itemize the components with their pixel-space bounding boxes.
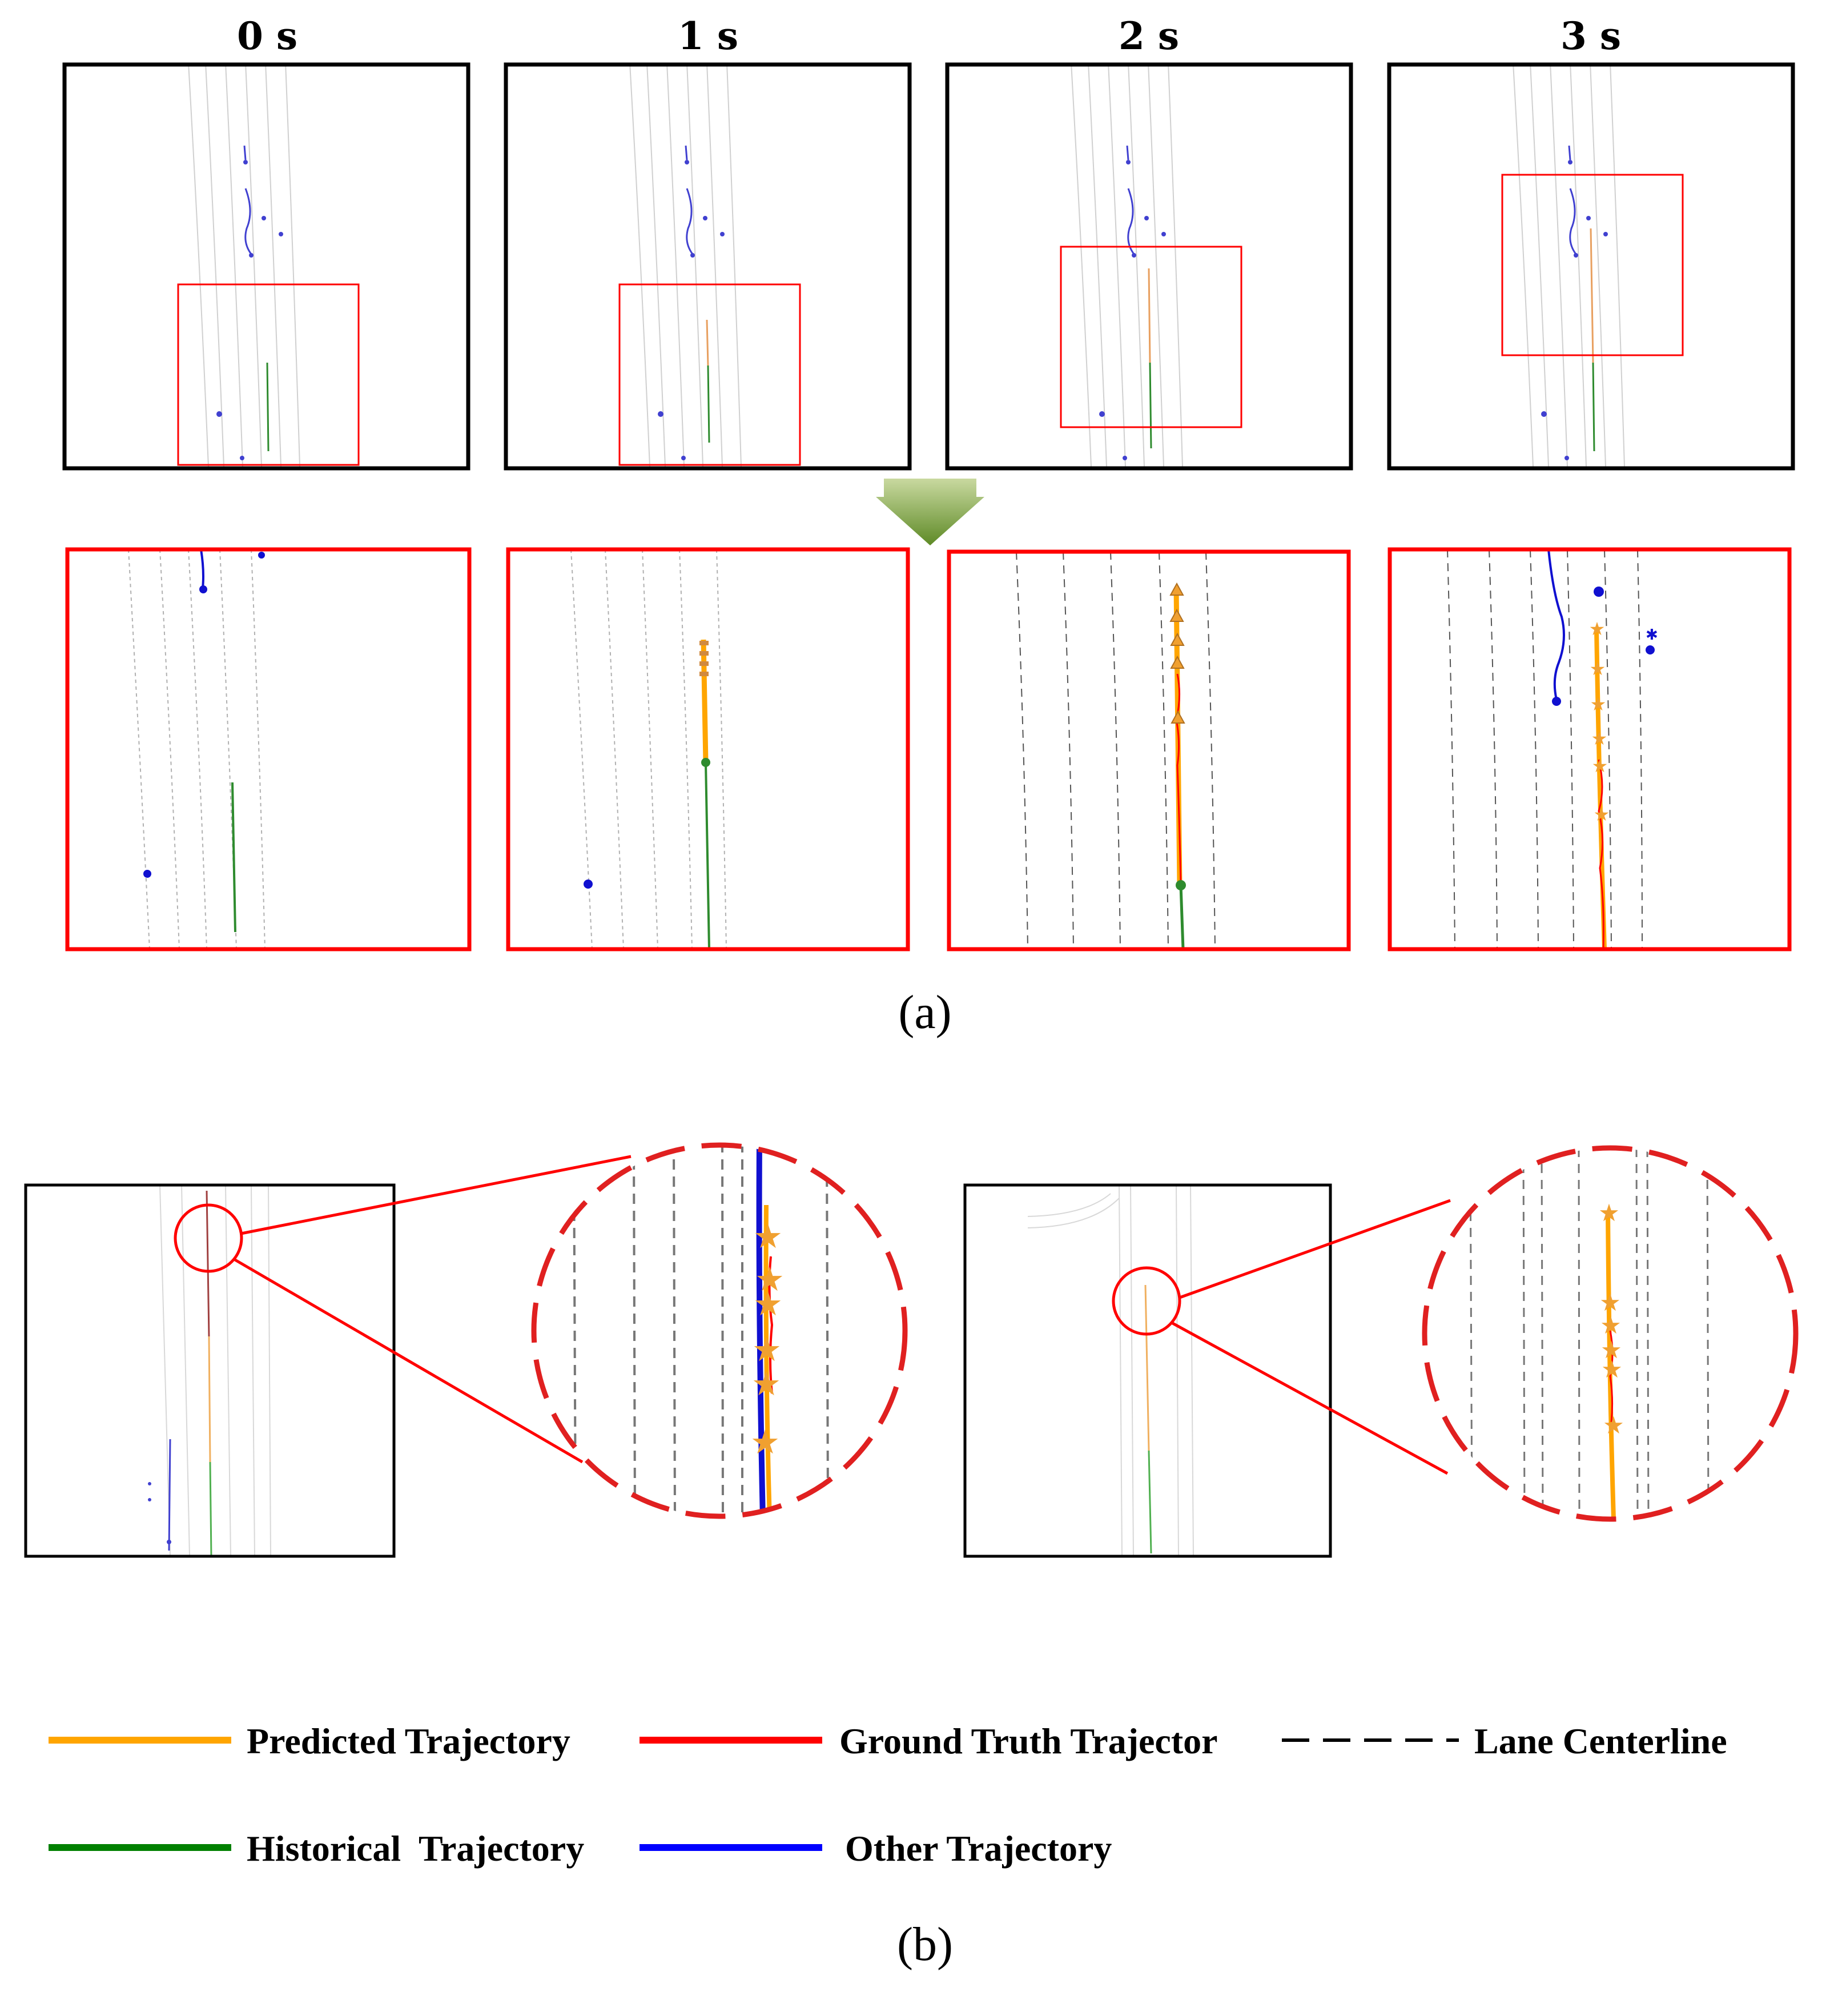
legend-item-historical: Historical Trajectory <box>49 1828 584 1869</box>
svg-text:★: ★ <box>751 1364 781 1403</box>
overview-frame-2s <box>945 62 1353 471</box>
time-label-0: 0 s <box>237 14 297 58</box>
svg-text:★: ★ <box>1600 1336 1622 1364</box>
svg-text:★: ★ <box>1589 618 1606 640</box>
magnifier-b-right: ★ ★ ★ ★ ★ ★ <box>1422 1145 1799 1522</box>
focus-box <box>177 283 360 466</box>
svg-text:★: ★ <box>1591 728 1608 749</box>
svg-text:★: ★ <box>750 1423 780 1461</box>
historical-trajectory <box>266 362 270 452</box>
legend-item-other: Other Trajectory <box>640 1828 1112 1869</box>
legend-label-ground-truth: Ground Truth Trajector <box>839 1721 1218 1761</box>
svg-text:★: ★ <box>753 1217 783 1256</box>
panel-label-b: (b) <box>897 1918 953 1971</box>
svg-text:★: ★ <box>753 1284 783 1323</box>
svg-text:★: ★ <box>752 1330 782 1369</box>
legend-label-historical: Historical Trajectory <box>247 1828 584 1869</box>
legend-label-lane-centerline: Lane Centerline <box>1474 1721 1727 1761</box>
down-arrow <box>876 479 984 545</box>
svg-text:★: ★ <box>1601 1355 1623 1383</box>
svg-text:★: ★ <box>1598 1199 1620 1227</box>
other-trajectory <box>243 145 252 255</box>
legend: Predicted Trajectory Ground Truth Trajec… <box>49 1721 1727 1869</box>
time-label-1: 1 s <box>678 14 738 58</box>
legend-label-other: Other Trajectory <box>845 1828 1112 1869</box>
svg-text:★: ★ <box>1603 1411 1624 1439</box>
svg-text:★: ★ <box>1599 1288 1621 1316</box>
scene-b-right <box>963 1183 1451 1558</box>
overview-frame-1s <box>504 62 912 471</box>
panel-label-a: (a) <box>898 986 951 1039</box>
svg-text:★: ★ <box>1600 1311 1622 1339</box>
svg-text:★: ★ <box>1590 658 1606 680</box>
legend-item-ground-truth: Ground Truth Trajector <box>640 1721 1218 1761</box>
svg-text:★: ★ <box>1592 755 1608 777</box>
overview-frame-0s <box>62 62 470 471</box>
zoom-panel-3s: ✱ ★ ★ ★ ★ ★ ★ <box>1387 547 1792 951</box>
svg-text:★: ★ <box>755 1260 785 1299</box>
zoom-panel-2s <box>947 549 1351 951</box>
svg-text:✱: ✱ <box>1646 627 1658 644</box>
svg-text:★: ★ <box>1594 804 1610 825</box>
zoom-panel-1s <box>506 547 910 951</box>
legend-label-predicted: Predicted Trajectory <box>247 1721 570 1761</box>
magnifier-b-left: ★ ★ ★ ★ ★ ★ <box>531 1142 908 1519</box>
svg-text:★: ★ <box>1590 693 1607 715</box>
scene-b-left <box>24 1155 632 1558</box>
time-label-3: 3 s <box>1561 14 1621 58</box>
zoom-panel-0s <box>65 547 472 951</box>
overview-frame-3s <box>1387 62 1795 471</box>
legend-item-lane-centerline: Lane Centerline <box>1282 1721 1727 1761</box>
time-label-2: 2 s <box>1119 14 1179 58</box>
legend-item-predicted: Predicted Trajectory <box>49 1721 570 1761</box>
